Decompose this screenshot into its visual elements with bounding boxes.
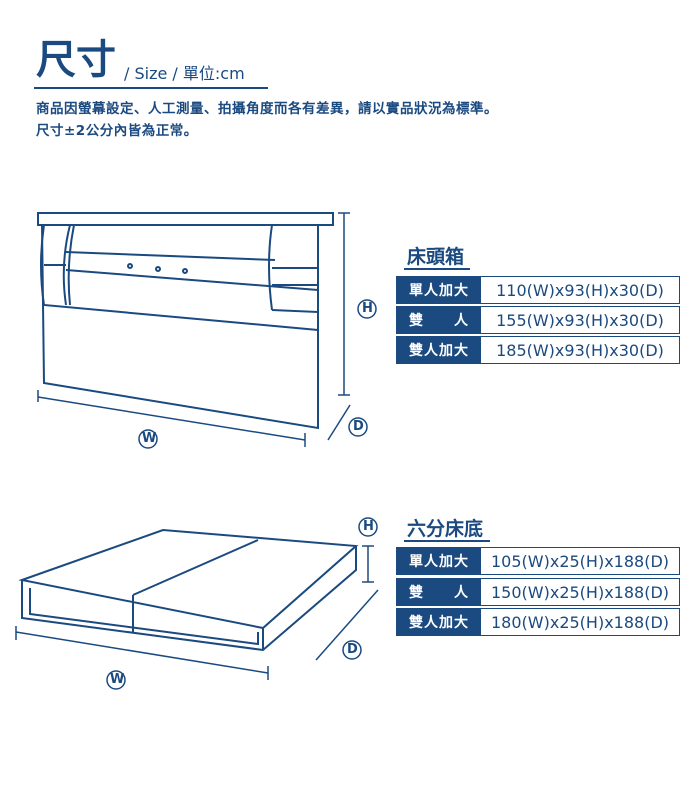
size-label: 雙 人: [397, 579, 481, 605]
table-row: 單人加大 110(W)x93(H)x30(D): [396, 276, 680, 304]
size-value: 185(W)x93(H)x30(D): [496, 340, 664, 360]
bed-base-drawing: [15, 517, 379, 690]
table-row: 雙人加大 180(W)x25(H)x188(D): [396, 608, 680, 636]
size-value: 105(W)x25(H)x188(D): [491, 551, 669, 571]
size-value: 110(W)x93(H)x30(D): [496, 280, 664, 300]
size-label: 雙人加大: [397, 337, 481, 363]
size-label: 單人加大: [397, 277, 481, 303]
dim-w-label: W: [142, 431, 157, 446]
size-value: 155(W)x93(H)x30(D): [496, 310, 664, 330]
table-row: 雙 人 150(W)x25(H)x188(D): [396, 578, 680, 606]
page-subtitle: / Size / 單位:cm: [124, 64, 245, 83]
table-row: 單人加大 105(W)x25(H)x188(D): [396, 547, 680, 575]
page-title: 尺寸: [36, 37, 116, 83]
headboard-title-rule: [404, 268, 470, 270]
dim-w-label: W: [110, 672, 125, 687]
size-value: 180(W)x25(H)x188(D): [491, 612, 669, 632]
size-label: 雙 人: [397, 307, 481, 333]
size-label: 雙人加大: [397, 609, 481, 635]
dim-h-label: H: [362, 301, 373, 316]
size-value: 150(W)x25(H)x188(D): [491, 582, 669, 602]
dim-d-label: D: [353, 419, 364, 434]
headboard-drawing: [37, 212, 377, 449]
note-line-2: 尺寸±2公分內皆為正常。: [36, 123, 198, 139]
bed-base-title-rule: [404, 540, 490, 542]
size-label: 單人加大: [397, 548, 481, 574]
table-row: 雙人加大 185(W)x93(H)x30(D): [396, 336, 680, 364]
table-row: 雙 人 155(W)x93(H)x30(D): [396, 306, 680, 334]
dim-d-label: D: [347, 642, 358, 657]
dim-h-label: H: [363, 519, 374, 534]
headboard-title: 床頭箱: [407, 246, 465, 268]
bed-base-title: 六分床底: [407, 518, 484, 540]
note-line-1: 商品因螢幕設定、人工測量、拍攝角度而各有差異，請以實品狀況為標準。: [36, 101, 498, 117]
title-divider: [34, 87, 268, 89]
